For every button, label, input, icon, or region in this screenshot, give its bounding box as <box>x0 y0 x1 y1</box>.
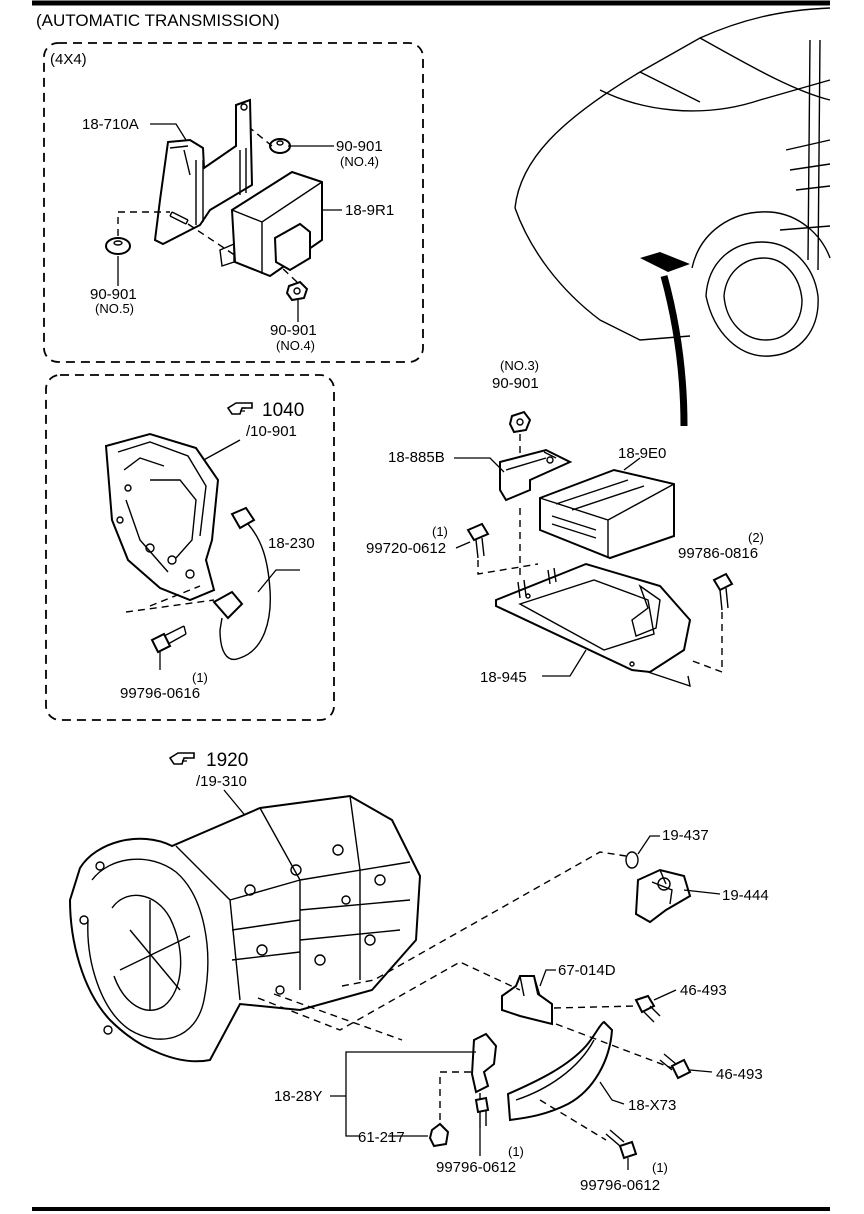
bolt-99720-0612 <box>466 522 490 559</box>
pointing-hand-icon <box>169 752 195 765</box>
ref-1040: 1040 <box>262 400 304 421</box>
label-99796-0612-c-qty: (1) <box>508 1144 524 1159</box>
label-18-710A: 18-710A <box>82 116 139 133</box>
vehicle-front-outline <box>514 7 831 357</box>
nut-4x4-left <box>105 237 131 255</box>
box-sensor-outline <box>45 374 335 721</box>
pcm-location-pointer <box>660 275 688 427</box>
switch-19-444 <box>634 868 692 924</box>
ref-10-901: /10-901 <box>246 423 297 440</box>
label-90-901-top-note: (NO.4) <box>340 154 379 169</box>
label-99786-0816-qty: (2) <box>748 530 764 545</box>
label-99796-0612-c: 99796-0612 <box>436 1159 516 1176</box>
bracket-18-710A <box>153 98 254 246</box>
harness-bracket-18-28Y <box>470 1032 498 1094</box>
label-46-493-a: 46-493 <box>680 982 727 999</box>
label-67-014D: 67-014D <box>558 962 616 979</box>
label-90-901-left: 90-901 <box>90 286 137 303</box>
bolt-46-493-b <box>659 1053 692 1080</box>
label-90-901-pcm: 90-901 <box>492 375 539 392</box>
bolt-99786-0816 <box>712 572 734 611</box>
ref-19-310: /19-310 <box>196 773 247 790</box>
label-99720-0612: 99720-0612 <box>366 540 446 557</box>
label-99796-0616: 99796-0616 <box>120 685 200 702</box>
ref-1920: 1920 <box>206 750 248 771</box>
label-90-901-top: 90-901 <box>336 138 383 155</box>
label-99796-0612-d-qty: (1) <box>652 1160 668 1175</box>
pointing-hand-icon <box>227 402 253 415</box>
cover-18-X73 <box>506 1020 614 1122</box>
box-4x4-title: (4X4) <box>50 51 87 68</box>
label-18-9R1: 18-9R1 <box>345 202 394 219</box>
nut-4x4-top <box>269 138 291 154</box>
label-99796-0616-qty: (1) <box>192 670 208 685</box>
label-18-X73: 18-X73 <box>628 1097 676 1114</box>
clip-61-217 <box>428 1122 450 1148</box>
bolt-99796-0616 <box>150 625 187 654</box>
label-90-901-bottom: 90-901 <box>270 322 317 339</box>
transfer-case <box>104 432 220 602</box>
label-19-444: 19-444 <box>722 887 769 904</box>
tray-18-945 <box>495 562 692 688</box>
label-18-9E0: 18-9E0 <box>618 445 666 462</box>
bolt-99796-0612-c <box>474 1096 490 1128</box>
label-90-901-left-note: (NO.5) <box>95 301 134 316</box>
nut-4x4-bottom <box>285 280 309 302</box>
label-61-217: 61-217 <box>358 1129 405 1146</box>
transmission-case <box>68 794 422 1063</box>
label-99796-0612-d: 99796-0612 <box>580 1177 660 1194</box>
stud <box>169 211 189 225</box>
box-4x4-outline <box>43 42 424 363</box>
pcm-location-marker <box>640 252 690 272</box>
label-90-901-bottom-note: (NO.4) <box>276 338 315 353</box>
label-90-901-pcm-note: (NO.3) <box>500 358 539 373</box>
nut-pcm-top <box>508 410 532 434</box>
bolt-46-493-a <box>634 994 661 1023</box>
label-19-437: 19-437 <box>662 827 709 844</box>
label-18-28Y: 18-28Y <box>274 1088 322 1105</box>
label-18-885B: 18-885B <box>388 449 445 466</box>
oring-19-437 <box>625 851 639 869</box>
label-99786-0816: 99786-0816 <box>678 545 758 562</box>
sensor-18-230 <box>212 506 271 661</box>
label-46-493-b: 46-493 <box>716 1066 763 1083</box>
label-18-945: 18-945 <box>480 669 527 686</box>
module-18-9R1 <box>219 170 323 278</box>
studs-pcm <box>517 567 557 599</box>
bracket-67-014D <box>501 975 553 1026</box>
page-title: (AUTOMATIC TRANSMISSION) <box>36 11 280 30</box>
pcm-18-9E0 <box>539 468 675 560</box>
label-18-230: 18-230 <box>268 535 315 552</box>
label-99720-0612-qty: (1) <box>432 524 448 539</box>
bracket-18-885B <box>499 448 573 502</box>
bolt-99796-0612-d <box>605 1129 638 1160</box>
